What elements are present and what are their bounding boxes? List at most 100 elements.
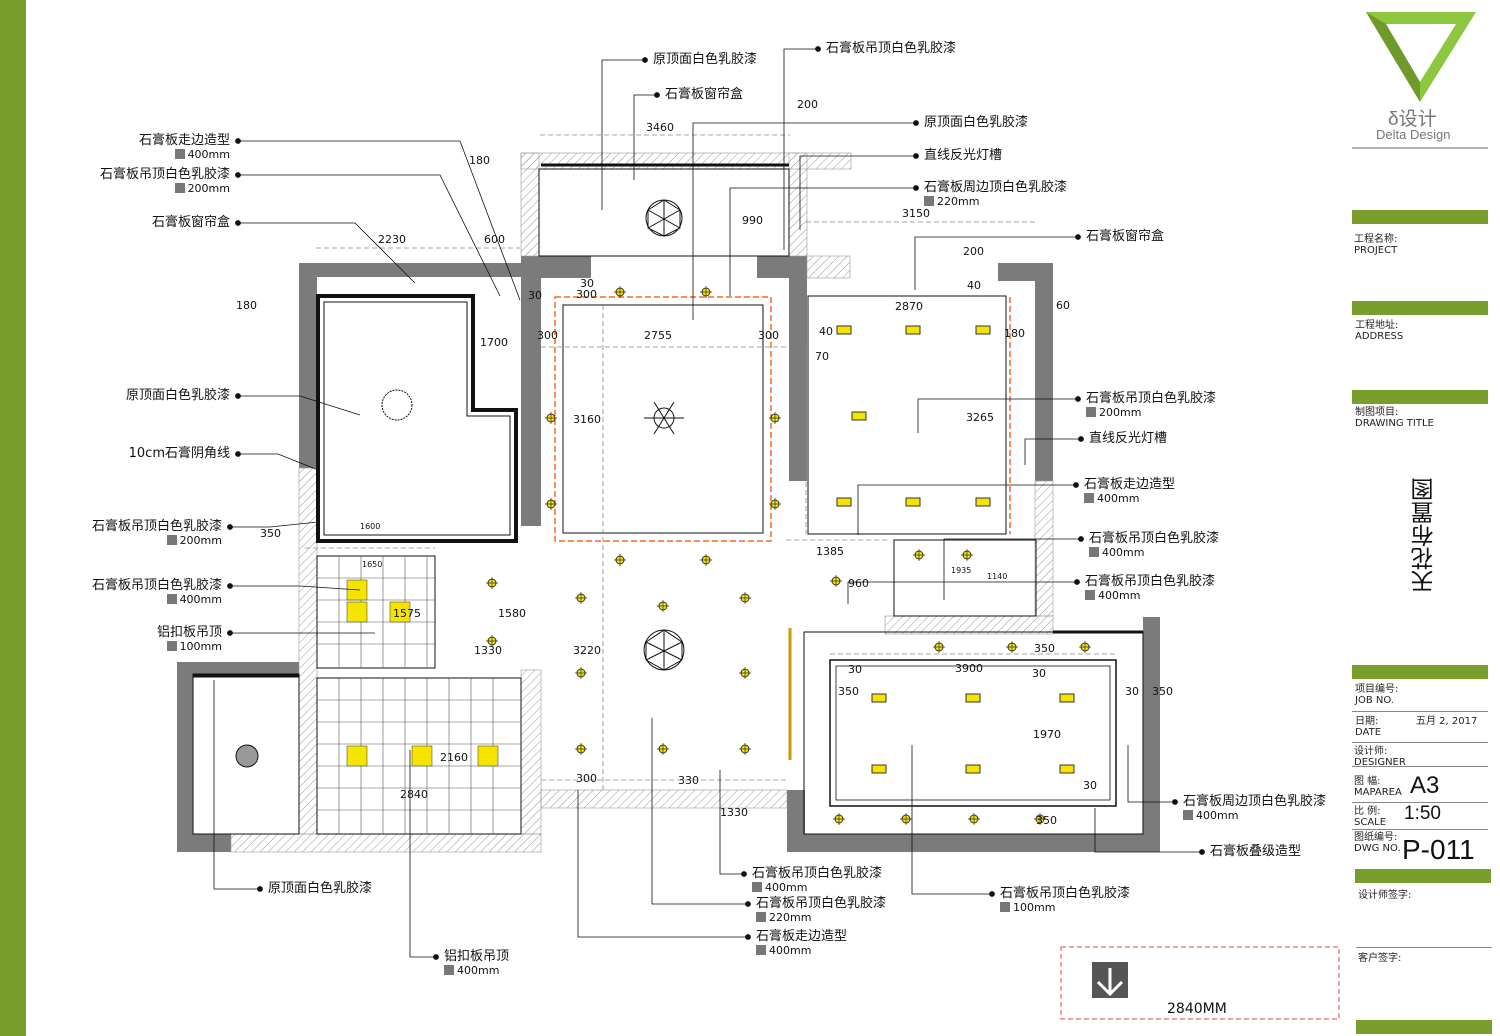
delta-logo <box>1352 12 1488 149</box>
dimension-label: 1935 <box>951 566 972 575</box>
dimension-label: 1650 <box>362 560 383 569</box>
dimension-label: 350 <box>1036 814 1057 827</box>
leader-dot <box>1078 436 1084 442</box>
dimension-label: 180 <box>236 299 257 312</box>
callout-text: 石膏板吊顶白色乳胶漆 <box>1089 531 1220 546</box>
callout-text: 石膏板吊顶白色乳胶漆 <box>1086 391 1217 406</box>
height-arrow-icon <box>444 965 454 975</box>
callout-text: 石膏板周边顶白色乳胶漆 <box>1183 794 1327 809</box>
height-arrow-icon <box>174 183 185 193</box>
dimension-label: 2160 <box>440 751 468 764</box>
leader-dot <box>913 185 919 191</box>
leader-line <box>651 718 748 905</box>
dimension-label: 3220 <box>573 644 601 657</box>
leader-line <box>729 187 916 296</box>
logo-en: Delta Design <box>1376 127 1451 142</box>
grille-light-icon <box>851 411 867 421</box>
dimension-label: 30 <box>848 663 862 676</box>
designer-signature-label: 设计师签字: <box>1358 890 1412 901</box>
leader-dot <box>745 901 751 907</box>
leader-dot <box>227 630 233 636</box>
ceiling-height: 400mm <box>139 148 230 161</box>
callout-text: 直线反光灯槽 <box>924 148 1003 163</box>
dimension-label: 3160 <box>573 413 601 426</box>
address-label: 工程地址:ADDRESS <box>1355 320 1404 342</box>
dashed-dimension-lines <box>305 134 1116 790</box>
left-margin-bar <box>0 0 26 1036</box>
callout-text: 石膏板吊顶白色乳胶漆 <box>1085 574 1216 589</box>
grille-light-icon <box>975 497 991 507</box>
leader-dot <box>989 891 995 897</box>
callout-text: 石膏板吊顶白色乳胶漆 <box>756 896 887 911</box>
dimension-label: 30 <box>1125 685 1139 698</box>
ceiling-height: 220mm <box>924 195 1067 208</box>
dimension-label: 1140 <box>987 572 1008 581</box>
callout-text: 石膏板窗帘盒 <box>665 87 744 102</box>
scale-value: 1:50 <box>1404 803 1441 824</box>
height-arrow-icon <box>174 149 185 159</box>
dimension-label: 200 <box>797 98 818 111</box>
callout-text: 石膏板周边顶白色乳胶漆 <box>924 180 1068 195</box>
callout-text: 石膏板吊顶白色乳胶漆 <box>1000 886 1131 901</box>
leader-dot <box>1075 234 1081 240</box>
ceiling-height: 100mm <box>1000 901 1130 914</box>
leader-dot <box>235 138 241 144</box>
callout-label: 石膏板窗帘盒 <box>152 215 230 230</box>
leader-line <box>577 790 748 938</box>
dimension-label: 3900 <box>955 662 983 675</box>
leader-dot <box>1073 482 1079 488</box>
dimension-label: 30 <box>1032 667 1046 680</box>
callout-text: 石膏板窗帘盒 <box>151 215 230 230</box>
walls <box>177 256 1160 852</box>
callout-label: 石膏板叠级造型 <box>1210 844 1301 859</box>
title-bar <box>1352 390 1488 404</box>
title-bar <box>1352 210 1488 224</box>
leader-line <box>213 680 260 890</box>
leader-dot <box>913 153 919 159</box>
leader-line <box>230 585 361 591</box>
callout-label: 直线反光灯槽 <box>1089 431 1167 446</box>
callout-label: 直线反光灯槽 <box>924 148 1002 163</box>
height-arrow-icon <box>1086 407 1096 417</box>
leader-dot <box>642 57 648 63</box>
callout-label: 石膏板窗帘盒 <box>1086 229 1164 244</box>
downlights <box>486 286 1091 825</box>
title-bar <box>1356 1020 1492 1034</box>
leader-line <box>911 745 992 895</box>
dimension-label: 600 <box>484 233 505 246</box>
ceiling-height: 200mm <box>100 182 230 195</box>
leader-line <box>692 122 916 320</box>
job-no-label: 项目编号:JOB NO. <box>1355 684 1399 706</box>
grille-light-icon <box>1059 693 1075 703</box>
grille-light-icon <box>871 764 887 774</box>
callout-label: 原顶面白色乳胶漆 <box>268 881 372 896</box>
dimension-label: 1385 <box>816 545 844 558</box>
leader-dot <box>913 120 919 126</box>
leader-line <box>719 770 744 875</box>
leader-dot <box>433 954 439 960</box>
title-bar <box>1352 665 1488 679</box>
ceiling-height: 400mm <box>1084 492 1175 505</box>
dimension-label: 2755 <box>644 329 672 342</box>
leader-line <box>783 48 818 250</box>
leader-dot <box>235 220 241 226</box>
leader-dot <box>257 886 263 892</box>
callout-label: 原顶面白色乳胶漆 <box>653 52 757 67</box>
designer-label: 设计师:DESIGNER <box>1354 746 1406 768</box>
leader-line <box>943 538 1081 600</box>
callout-text: 原顶面白色乳胶漆 <box>268 881 373 896</box>
leader-line <box>238 140 521 301</box>
leader-line <box>238 174 501 297</box>
logo-cn: δ设计 <box>1388 109 1437 130</box>
callout-label: 10cm石膏阴角线 <box>129 446 230 461</box>
leader-dot <box>235 393 241 399</box>
date-value: 五月 2, 2017 <box>1416 716 1478 727</box>
dwg-no-label: 图纸编号:DWG NO. <box>1354 832 1401 854</box>
project-label: 工程名称:PROJECT <box>1354 234 1398 256</box>
callout-text: 石膏板吊顶白色乳胶漆 <box>99 167 230 182</box>
